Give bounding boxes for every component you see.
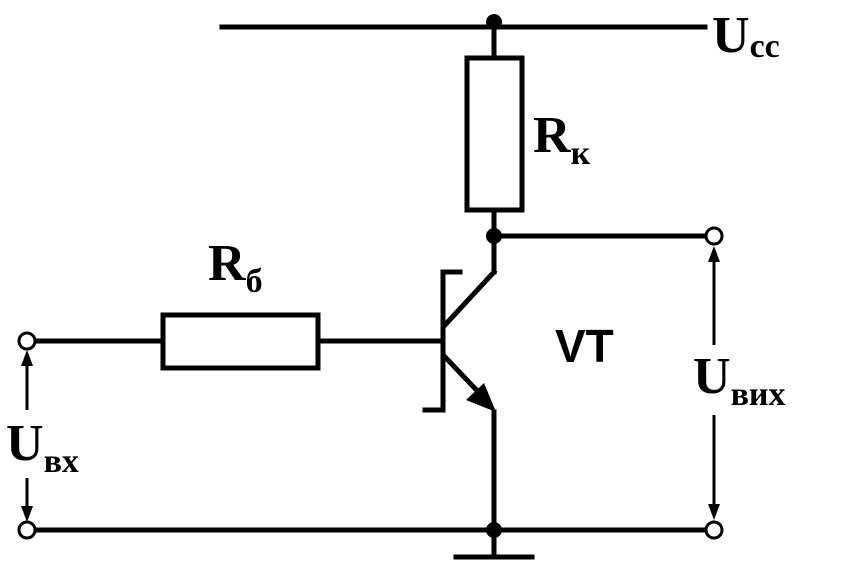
junction-dot-collector [486,228,502,244]
collector-resistor-label: Rк [533,107,591,172]
base-resistor [160,312,321,371]
output-terminal-top [704,226,724,246]
transistor-collector-lead [441,268,498,329]
collector-resistor [464,55,525,213]
transistor-base-bar [422,269,463,413]
transistor-symbol [422,268,498,533]
vcc-label: Ucc [712,7,780,65]
transistor-emitter-arrow [466,383,496,412]
junction-dot-ground [486,522,502,538]
input-terminal-top [17,331,37,351]
input-voltage-arrow [21,350,33,522]
output-terminal-bottom [704,520,724,540]
junction-dot-supply [486,14,502,30]
input-voltage-label: Uвх [6,415,79,480]
transistor-label: VT [555,320,614,372]
input-terminal-bottom [17,520,37,540]
output-voltage-arrow [708,246,720,520]
output-voltage-label: Uвих [693,348,786,413]
base-resistor-label: Rб [208,235,263,300]
